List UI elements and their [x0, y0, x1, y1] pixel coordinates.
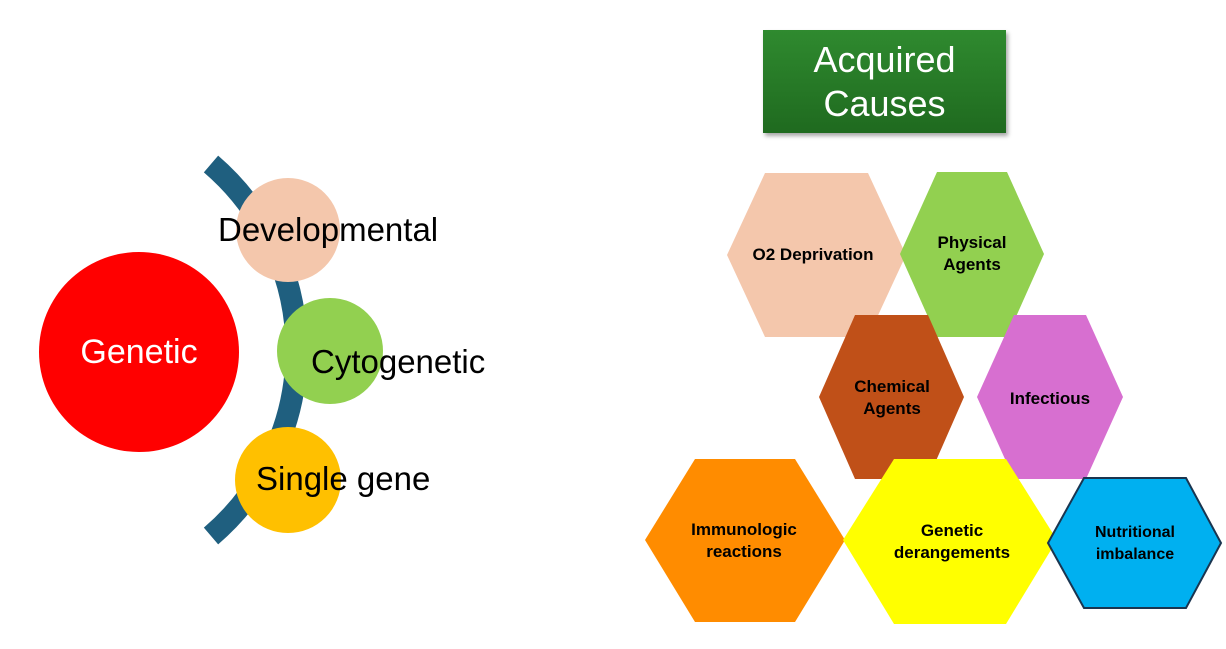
immunologic-reactions-label: Immunologic reactions: [691, 520, 797, 561]
nutritional-imbalance-hexagon: [1046, 477, 1223, 609]
nutritional-imbalance-label: Nutritional imbalance: [1095, 524, 1175, 563]
acquired-causes-title: Acquired Causes: [763, 30, 1006, 133]
infectious-label: Infectious: [1009, 389, 1091, 408]
genetic-derangements-hexagon: [843, 459, 1057, 624]
developmental-label: Developmental: [218, 211, 439, 248]
infectious-hexagon: [977, 315, 1123, 479]
genetic-label: Genetic: [80, 333, 198, 371]
chemical-agents-label: Chemical Agents: [854, 377, 930, 418]
chemical-agents-hexagon: [819, 315, 964, 479]
immunologic-reactions-hexagon: [645, 459, 845, 622]
cytogenetic-label: Cytogenetic: [311, 343, 486, 380]
cytogenetic-circle: [277, 298, 383, 404]
developmental-circle: [236, 178, 340, 282]
genetic-derangements-label: Genetic derangements: [893, 521, 1011, 562]
single-gene-circle: [235, 427, 341, 533]
physical-agents-label: Physical Agents: [937, 233, 1007, 274]
o2-deprivation-hexagon: [727, 173, 906, 337]
o2-deprivation-label: O2 Deprivation: [752, 245, 874, 264]
single-gene-label: Single gene: [256, 460, 431, 497]
genetic-circle: [39, 252, 239, 452]
physical-agents-hexagon: [900, 172, 1044, 337]
